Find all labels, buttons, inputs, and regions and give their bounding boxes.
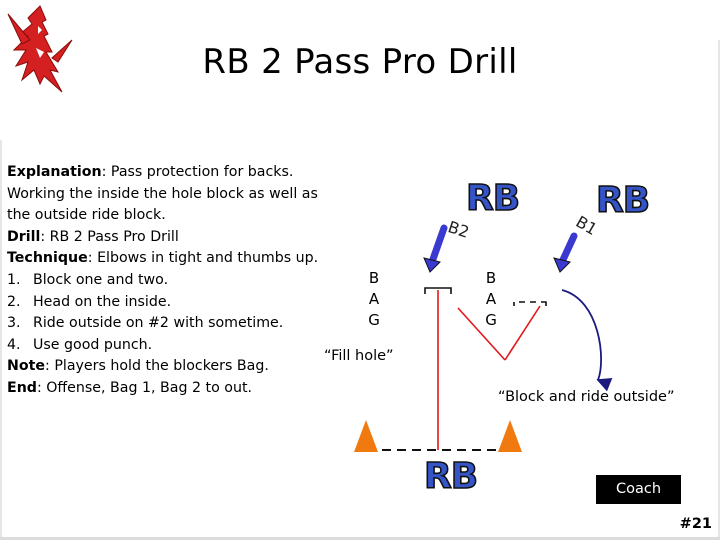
step-item: 2. Head on the inside. — [7, 292, 337, 314]
step-text: Ride outside on #2 with sometime. — [33, 315, 284, 332]
step-text: Block one and two. — [33, 271, 169, 288]
step-text: Use good punch. — [33, 336, 153, 353]
hawk-logo-icon — [7, 5, 73, 93]
blocking-bag-right: B A G — [484, 268, 498, 331]
end-text: : Offense, Bag 1, Bag 2 to out. — [36, 379, 253, 396]
note-label: Note — [7, 358, 46, 375]
bag-letter: A — [485, 290, 497, 308]
rb-label-top-left: RB — [466, 178, 519, 219]
blocking-bag-left: B A G — [367, 268, 381, 331]
explanation-line: Explanation: Pass protection for backs. — [7, 162, 337, 184]
drill-line: Drill: RB 2 Pass Pro Drill — [7, 227, 337, 249]
block-ride-caption: “Block and ride outside” — [498, 389, 675, 405]
note-text: : Players hold the blockers Bag. — [45, 358, 269, 375]
bag-letter: G — [485, 311, 497, 329]
step-number: 4. — [7, 336, 21, 353]
fill-hole-caption: “Fill hole” — [324, 348, 394, 364]
explanation-text: : Pass protection for backs. — [101, 164, 294, 180]
coach-marker: Coach — [596, 475, 681, 504]
technique-line: Technique: Elbows in tight and thumbs up… — [7, 248, 337, 270]
slide-number: #21 — [679, 516, 712, 532]
bag-letter: G — [368, 311, 380, 329]
player-label-b1: B1 — [572, 211, 601, 240]
explanation-line-3: the outside ride block. — [7, 207, 166, 224]
technique-label: Technique — [7, 250, 88, 267]
step-item: 4. Use good punch. — [7, 335, 337, 357]
step-number: 1. — [7, 271, 21, 288]
bag-letter: A — [368, 290, 380, 308]
explanation-text-block: Explanation: Pass protection for backs. … — [7, 162, 337, 400]
explanation-label: Explanation — [7, 164, 102, 180]
player-label-b2: B2 — [445, 217, 472, 242]
cone-left-icon — [354, 420, 378, 452]
explanation-line-2: Working the inside the hole block as wel… — [7, 185, 318, 202]
step-text: Head on the inside. — [33, 293, 172, 310]
right-border — [718, 40, 720, 540]
technique-text: : Elbows in tight and thumbs up. — [87, 250, 319, 267]
top-border — [0, 0, 720, 4]
end-line: End: Offense, Bag 1, Bag 2 to out. — [7, 378, 337, 400]
bag-letter: B — [368, 269, 380, 287]
step-item: 3. Ride outside on #2 with sometime. — [7, 313, 337, 335]
rb-label-bottom: RB — [424, 456, 477, 497]
step-item: 1. Block one and two. — [7, 270, 337, 292]
step-number: 3. — [7, 315, 21, 332]
cone-right-icon — [498, 420, 522, 452]
bag-letter: B — [485, 269, 497, 287]
left-border — [0, 140, 2, 540]
step-number: 2. — [7, 293, 21, 310]
page-title: RB 2 Pass Pro Drill — [202, 42, 518, 82]
ride-arrow — [561, 289, 613, 392]
fill-hole-route — [424, 287, 452, 450]
blocker-arrow-b2 — [423, 224, 448, 273]
rb-label-top-right: RB — [596, 180, 649, 221]
end-label: End — [7, 379, 37, 396]
drill-label: Drill — [7, 228, 41, 245]
drill-text: : RB 2 Pass Pro Drill — [40, 228, 179, 245]
blocker-arrow-b1 — [553, 232, 578, 273]
ride-outside-route — [457, 301, 547, 361]
bottom-border — [0, 537, 720, 540]
note-line: Note: Players hold the blockers Bag. — [7, 356, 337, 378]
